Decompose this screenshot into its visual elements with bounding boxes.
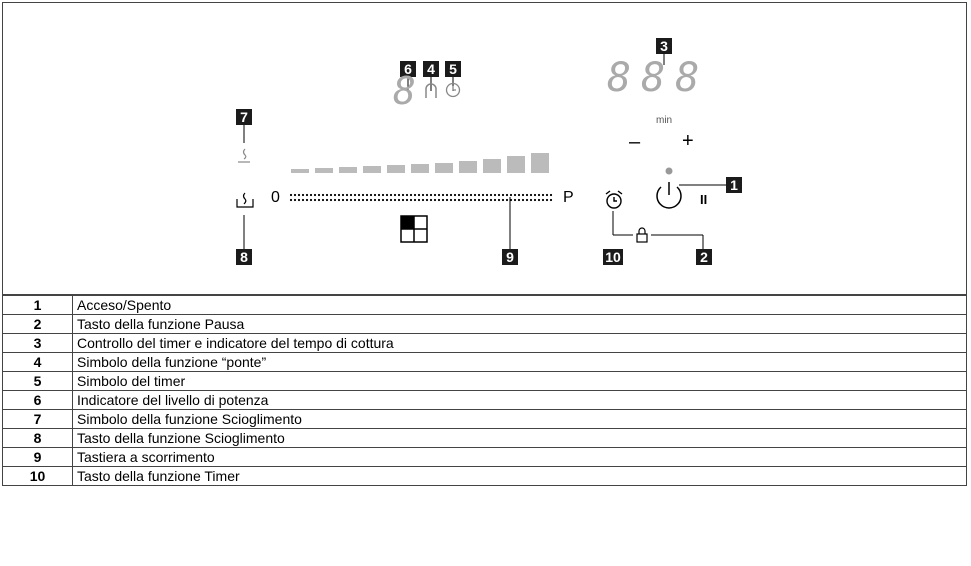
- alarm-clock-icon[interactable]: [603, 189, 625, 211]
- slider-end-label: P: [563, 189, 574, 206]
- legend-number: 9: [2, 447, 73, 467]
- legend-description: Controllo del timer e indicatore del tem…: [72, 333, 967, 353]
- lock-icon: [636, 227, 648, 243]
- callout-2: 2: [696, 249, 712, 265]
- control-panel-diagram: 6 4 5 3 7 8 9 10 1 2: [2, 2, 967, 295]
- legend-description: Simbolo della funzione “ponte”: [72, 352, 967, 372]
- power-level-bars: [291, 153, 549, 173]
- legend-number: 7: [2, 409, 73, 429]
- legend-number: 1: [2, 295, 73, 315]
- callout-7: 7: [236, 109, 252, 125]
- legend-number: 10: [2, 466, 73, 486]
- leader-lines: [243, 54, 726, 249]
- legend-description: Simbolo della funzione Scioglimento: [72, 409, 967, 429]
- legend-number: 2: [2, 314, 73, 334]
- callout-3: 3: [656, 38, 672, 54]
- melting-key-icon[interactable]: [235, 191, 255, 211]
- legend-description: Indicatore del livello di potenza: [72, 390, 967, 410]
- cooking-zone-icon: [400, 215, 428, 243]
- legend-number: 5: [2, 371, 73, 391]
- legend-description: Tasto della funzione Scioglimento: [72, 428, 967, 448]
- callout-5: 5: [445, 61, 461, 77]
- callout-8: 8: [236, 249, 252, 265]
- callout-10: 10: [603, 249, 623, 265]
- legend-description: Simbolo del timer: [72, 371, 967, 391]
- callout-1: 1: [726, 177, 742, 193]
- timer-digit-1: 8: [607, 55, 642, 101]
- timer-digit-2: 8: [641, 55, 676, 101]
- bridge-icon: [425, 83, 437, 98]
- slider-keyboard[interactable]: [289, 193, 557, 203]
- callout-6: 6: [400, 61, 416, 77]
- legend-description: Tastiera a scorrimento: [72, 447, 967, 467]
- timer-digit-3: 8: [675, 55, 710, 101]
- legend-number: 6: [2, 390, 73, 410]
- timer-clock-icon: [445, 82, 461, 98]
- timer-minus-button[interactable]: –: [629, 131, 641, 153]
- power-button-icon[interactable]: [649, 165, 689, 215]
- timer-unit-label: min: [656, 115, 673, 126]
- legend-number: 3: [2, 333, 73, 353]
- legend-description: Tasto della funzione Pausa: [72, 314, 967, 334]
- melting-icon: [238, 148, 250, 163]
- legend-description: Tasto della funzione Timer: [72, 466, 967, 486]
- legend-number: 8: [2, 428, 73, 448]
- legend-number: 4: [2, 352, 73, 372]
- callout-4: 4: [423, 61, 439, 77]
- timer-plus-button[interactable]: +: [682, 130, 694, 152]
- slider-start-label: 0: [271, 189, 280, 206]
- legend-description: Acceso/Spento: [72, 295, 967, 315]
- callout-9: 9: [502, 249, 518, 265]
- timer-display: 888: [607, 55, 709, 101]
- power-level-display: 8: [393, 69, 416, 113]
- pause-button[interactable]: II: [700, 192, 708, 207]
